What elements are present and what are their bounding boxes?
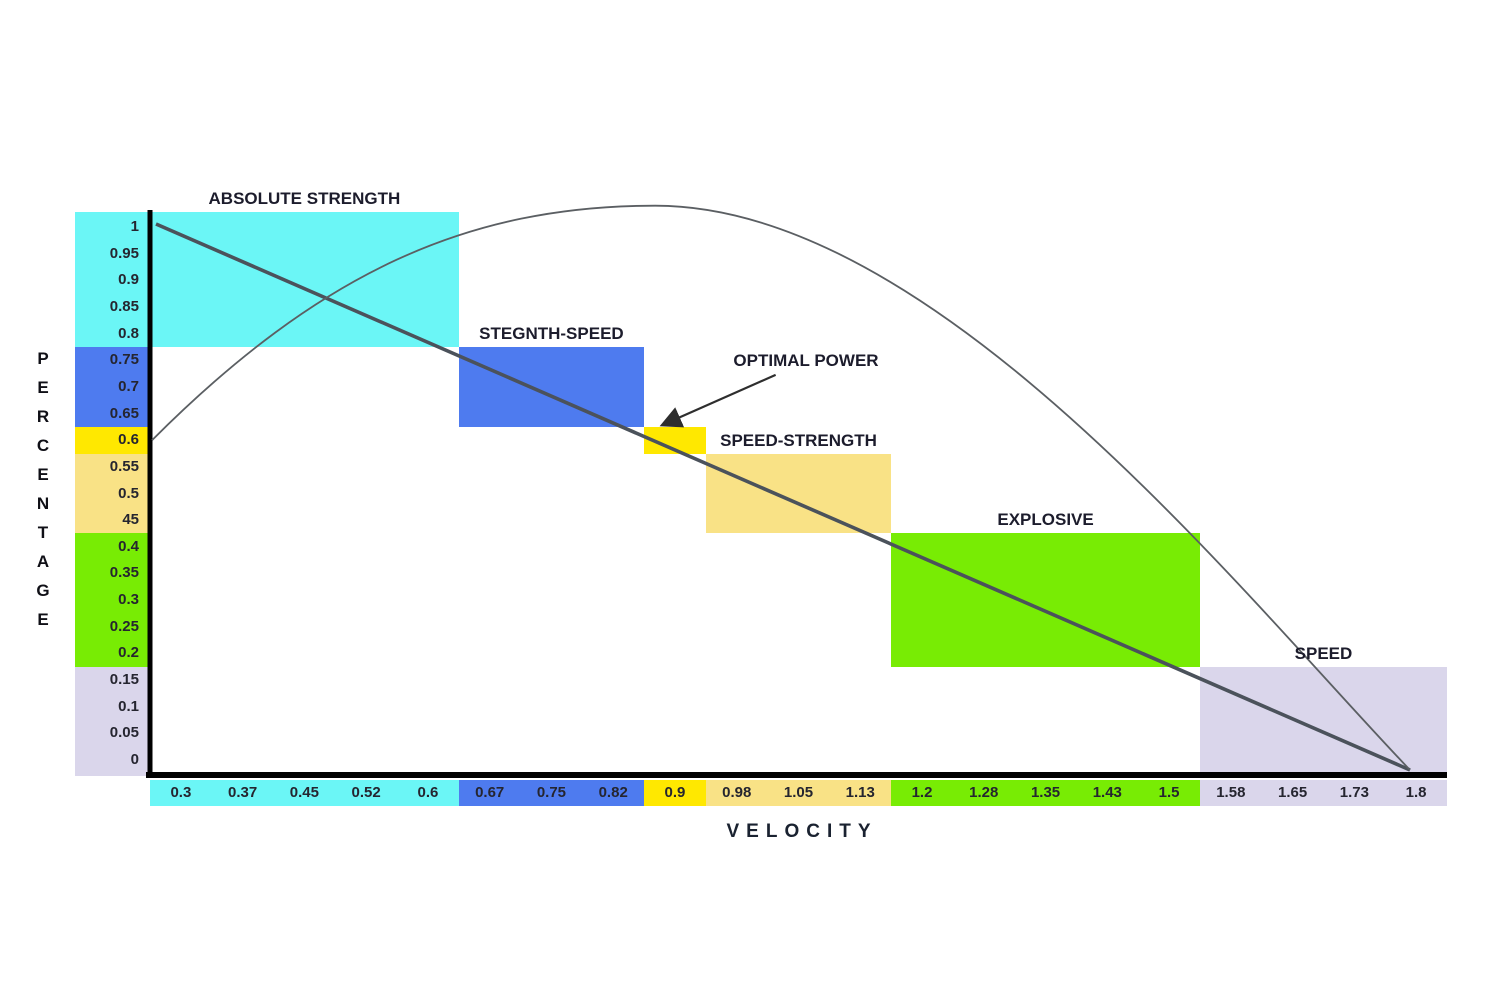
x-tick-label: 1.2: [911, 784, 933, 801]
zone-label-speed-strength: SPEED-STRENGTH: [720, 430, 877, 450]
zone-label-absolute-strength: ABSOLUTE STRENGTH: [208, 189, 401, 208]
y-axis-band-speed: [75, 666, 148, 776]
zone-label-speed: SPEED: [1294, 643, 1353, 663]
x-tick-label: 0.3: [170, 784, 192, 801]
y-tick-label: 0.65: [109, 404, 139, 422]
x-axis-band-optimal-power: [644, 780, 706, 806]
y-tick-label: 0.95: [109, 244, 139, 262]
x-tick-label: 0.75: [536, 784, 567, 801]
x-tick-label: 0.45: [289, 784, 319, 801]
y-axis-title-letter: P: [37, 349, 49, 368]
y-axis-title-letter: R: [36, 407, 50, 426]
x-tick-label: 1.8: [1405, 784, 1427, 801]
x-tick-label: 0.52: [351, 784, 381, 801]
x-tick-label: 1.73: [1339, 784, 1369, 801]
y-tick-label: 0.7: [118, 377, 139, 395]
y-tick-label: 0.15: [109, 671, 139, 689]
x-tick-label: 1.5: [1158, 784, 1180, 801]
y-axis-band-absolute-strength: [75, 212, 148, 347]
y-tick-label: 0.75: [109, 351, 139, 369]
y-axis-band-optimal-power: [75, 426, 148, 454]
x-axis-band-strength-speed: [458, 780, 645, 806]
y-tick-label: 0.05: [109, 724, 139, 742]
y-axis-title-letter: E: [37, 610, 49, 629]
x-tick-label: 1.28: [969, 784, 999, 801]
y-axis-title-letter: E: [37, 378, 49, 397]
x-tick-label: 0.37: [228, 784, 258, 801]
y-tick-label: 0.2: [118, 644, 139, 662]
y-tick-label: 0.25: [109, 617, 139, 635]
y-axis-title-letter: G: [36, 581, 50, 600]
y-axis-title-letter: E: [37, 465, 49, 484]
y-tick-label: 1: [130, 218, 139, 235]
y-tick-label: 0.6: [118, 431, 139, 449]
y-axis-title-letter: A: [36, 552, 50, 571]
x-tick-label: 1.35: [1030, 784, 1061, 801]
y-tick-label: 0.5: [118, 484, 139, 502]
y-axis-title-letter: N: [36, 494, 50, 513]
zone-label-optimal-power: OPTIMAL POWER: [733, 351, 879, 370]
x-tick-label: 0.82: [598, 784, 628, 801]
x-tick-label: 1.05: [783, 784, 814, 801]
x-tick-label: 1.43: [1092, 784, 1122, 801]
x-tick-label: 0.67: [475, 784, 505, 801]
x-tick-label: 0.98: [722, 784, 752, 801]
x-axis-band-speed-strength: [705, 780, 892, 806]
y-tick-label: 0: [130, 751, 139, 768]
zone-label-strength-speed: STEGNTH-SPEED: [479, 323, 624, 343]
y-axis-title-letter: C: [36, 436, 50, 455]
y-tick-label: 0.1: [118, 697, 139, 715]
x-tick-label: 0.6: [417, 784, 439, 801]
y-tick-label: 0.55: [109, 457, 139, 475]
y-tick-label: 0.9: [118, 271, 139, 289]
x-axis-band-explosive: [891, 780, 1200, 806]
x-tick-label: 1.13: [845, 784, 875, 801]
y-tick-label: 45: [122, 511, 139, 529]
x-axis-band-absolute-strength: [150, 780, 459, 806]
x-tick-label: 1.58: [1216, 784, 1246, 801]
zone-label-explosive: EXPLOSIVE: [997, 510, 1094, 530]
y-axis-title-letter: T: [37, 523, 49, 542]
x-tick-label: 1.65: [1277, 784, 1308, 801]
y-axis-band-explosive: [75, 533, 148, 667]
y-tick-label: 0.8: [118, 324, 139, 342]
y-tick-label: 0.3: [118, 591, 139, 609]
y-tick-label: 0.4: [118, 537, 139, 555]
y-tick-label: 0.85: [109, 297, 139, 315]
y-tick-label: 0.35: [109, 564, 139, 582]
y-axis-band-speed-strength: [75, 453, 148, 534]
x-axis-band-speed: [1199, 780, 1447, 806]
x-axis-title: VELOCITY: [726, 821, 878, 842]
y-axis-band-strength-speed: [75, 346, 148, 427]
x-tick-label: 0.9: [664, 784, 686, 801]
